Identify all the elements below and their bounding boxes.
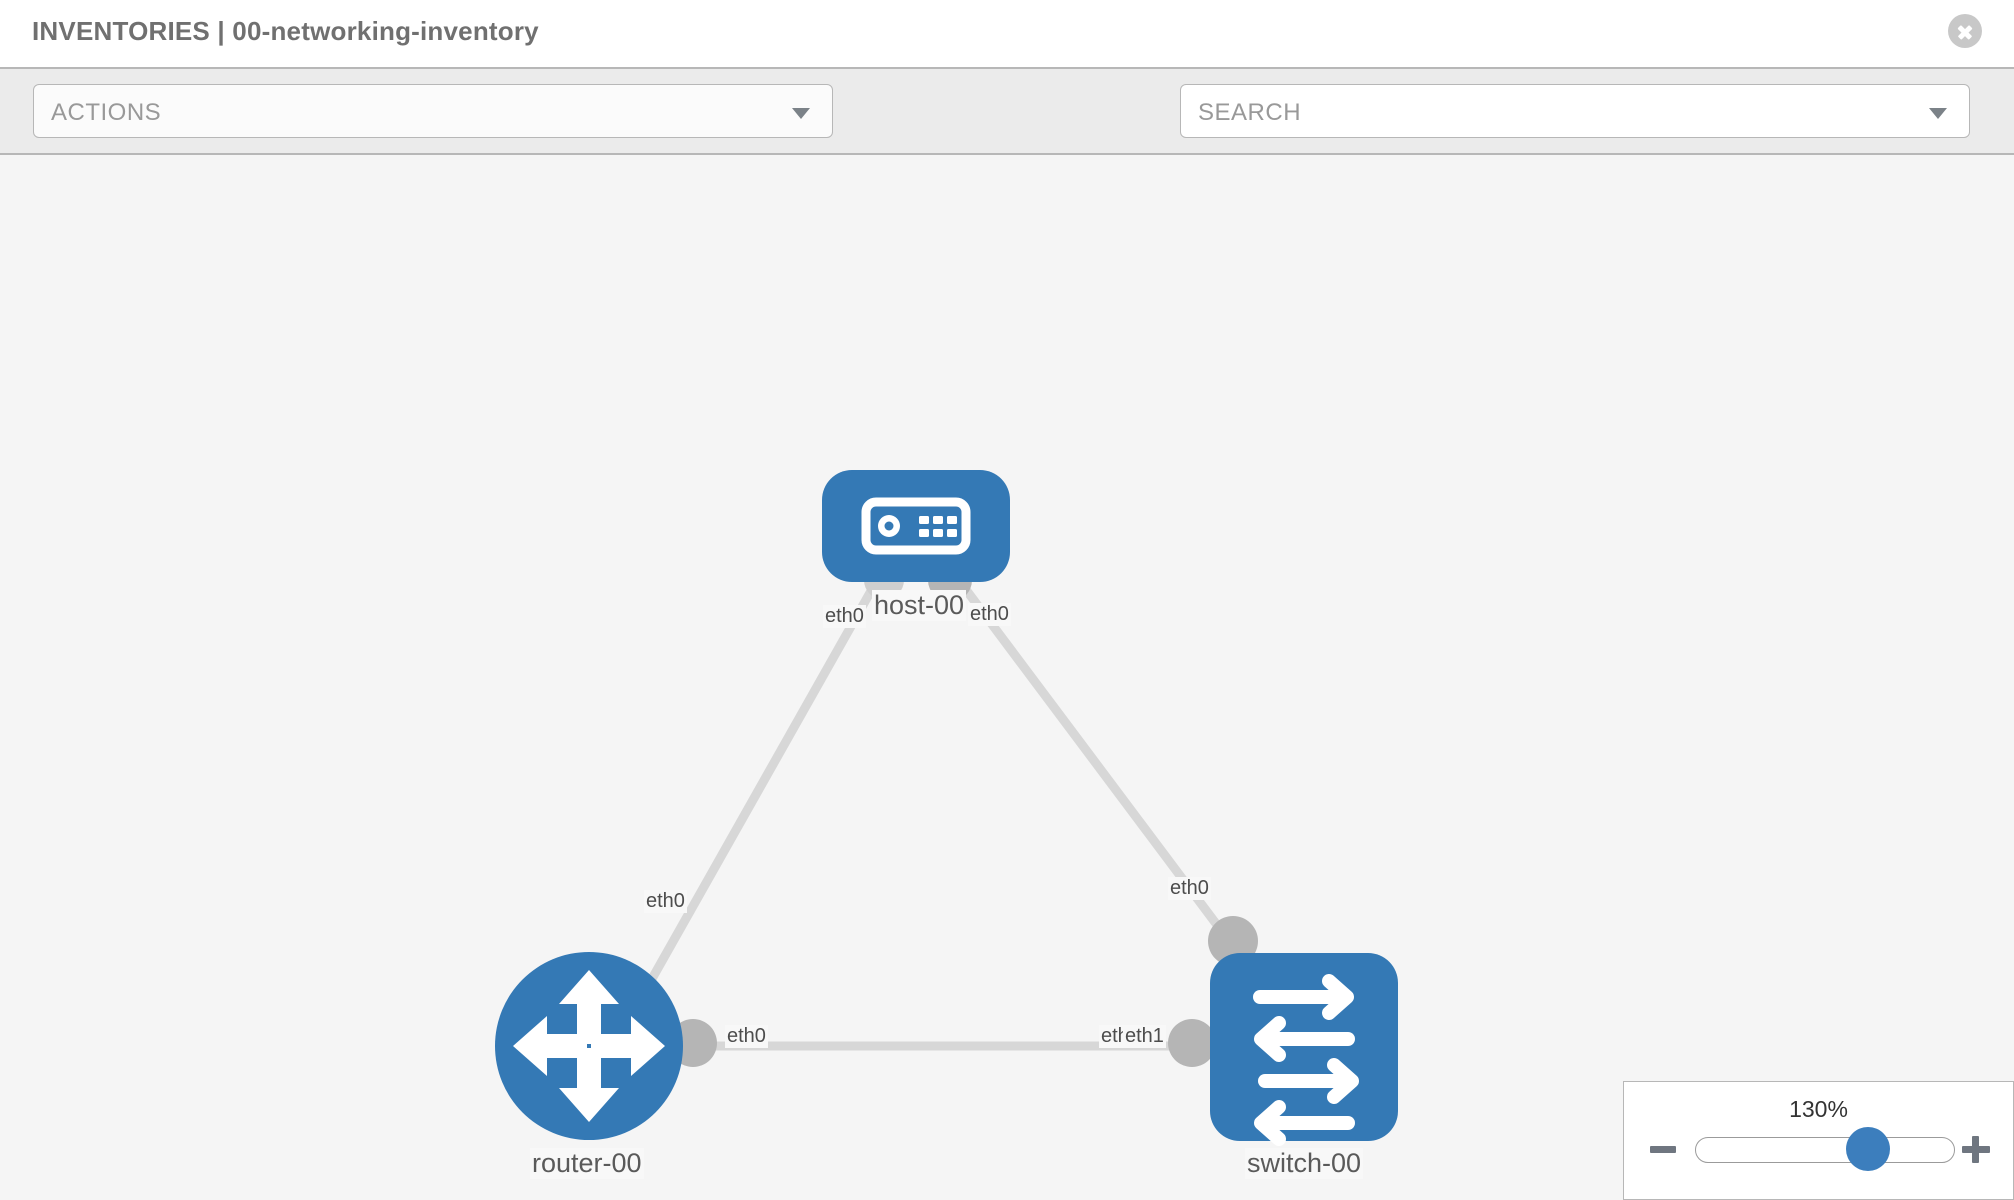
search-placeholder: SEARCH — [1198, 99, 1302, 126]
iface-label-switch-up: eth0 — [1168, 877, 1211, 900]
zoom-slider-track[interactable] — [1695, 1137, 1955, 1163]
zoom-out-button[interactable] — [1649, 1134, 1679, 1164]
minus-icon — [1650, 1146, 1676, 1153]
server-icon-details — [878, 515, 957, 537]
plus-icon-vertical — [1972, 1136, 1979, 1163]
chevron-down-icon — [792, 108, 810, 119]
node-label-router-00[interactable]: router-00 — [530, 1148, 644, 1179]
node-label-host-00[interactable]: host-00 — [872, 590, 967, 621]
search-input[interactable]: SEARCH — [1180, 84, 1970, 138]
toolbar: ACTIONS SEARCH — [0, 69, 2014, 197]
iface-label-router-up: eth0 — [644, 890, 687, 913]
node-label-switch-00[interactable]: switch-00 — [1245, 1148, 1364, 1179]
switch-icon — [1253, 974, 1359, 1146]
zoom-control-panel: 130% — [1623, 1081, 2014, 1200]
node-host-00 — [822, 470, 1010, 582]
node-switch-00 — [1210, 953, 1398, 1146]
zoom-in-button[interactable] — [1961, 1134, 1991, 1164]
iface-label-switch-left-a: eth — [1099, 1025, 1131, 1048]
actions-dropdown[interactable]: ACTIONS — [33, 84, 833, 138]
topology-canvas[interactable]: host-00 router-00 switch-00 eth0 eth0 et… — [0, 155, 2014, 1200]
server-icon — [861, 497, 971, 555]
node-router-00 — [495, 952, 683, 1140]
iface-label-switch-left-b: eth1 — [1123, 1025, 1166, 1048]
zoom-slider-thumb[interactable] — [1846, 1127, 1890, 1171]
page-header: INVENTORIES | 00-networking-inventory — [0, 0, 2014, 69]
router-icon — [513, 970, 665, 1122]
topology-graph — [495, 470, 1398, 1146]
zoom-level-label: 130% — [1789, 1096, 1848, 1122]
iface-label-router-right: eth0 — [725, 1025, 768, 1048]
iface-label-host-left: eth0 — [823, 605, 866, 628]
edge-host-router — [635, 570, 885, 1005]
iface-label-host-right: eth0 — [968, 603, 1011, 626]
page-title: INVENTORIES | 00-networking-inventory — [32, 16, 539, 46]
chevron-down-icon[interactable] — [1929, 108, 1947, 119]
socket-switch-left — [1168, 1019, 1216, 1067]
close-icon[interactable] — [1948, 14, 1982, 48]
actions-dropdown-label: ACTIONS — [51, 99, 162, 126]
